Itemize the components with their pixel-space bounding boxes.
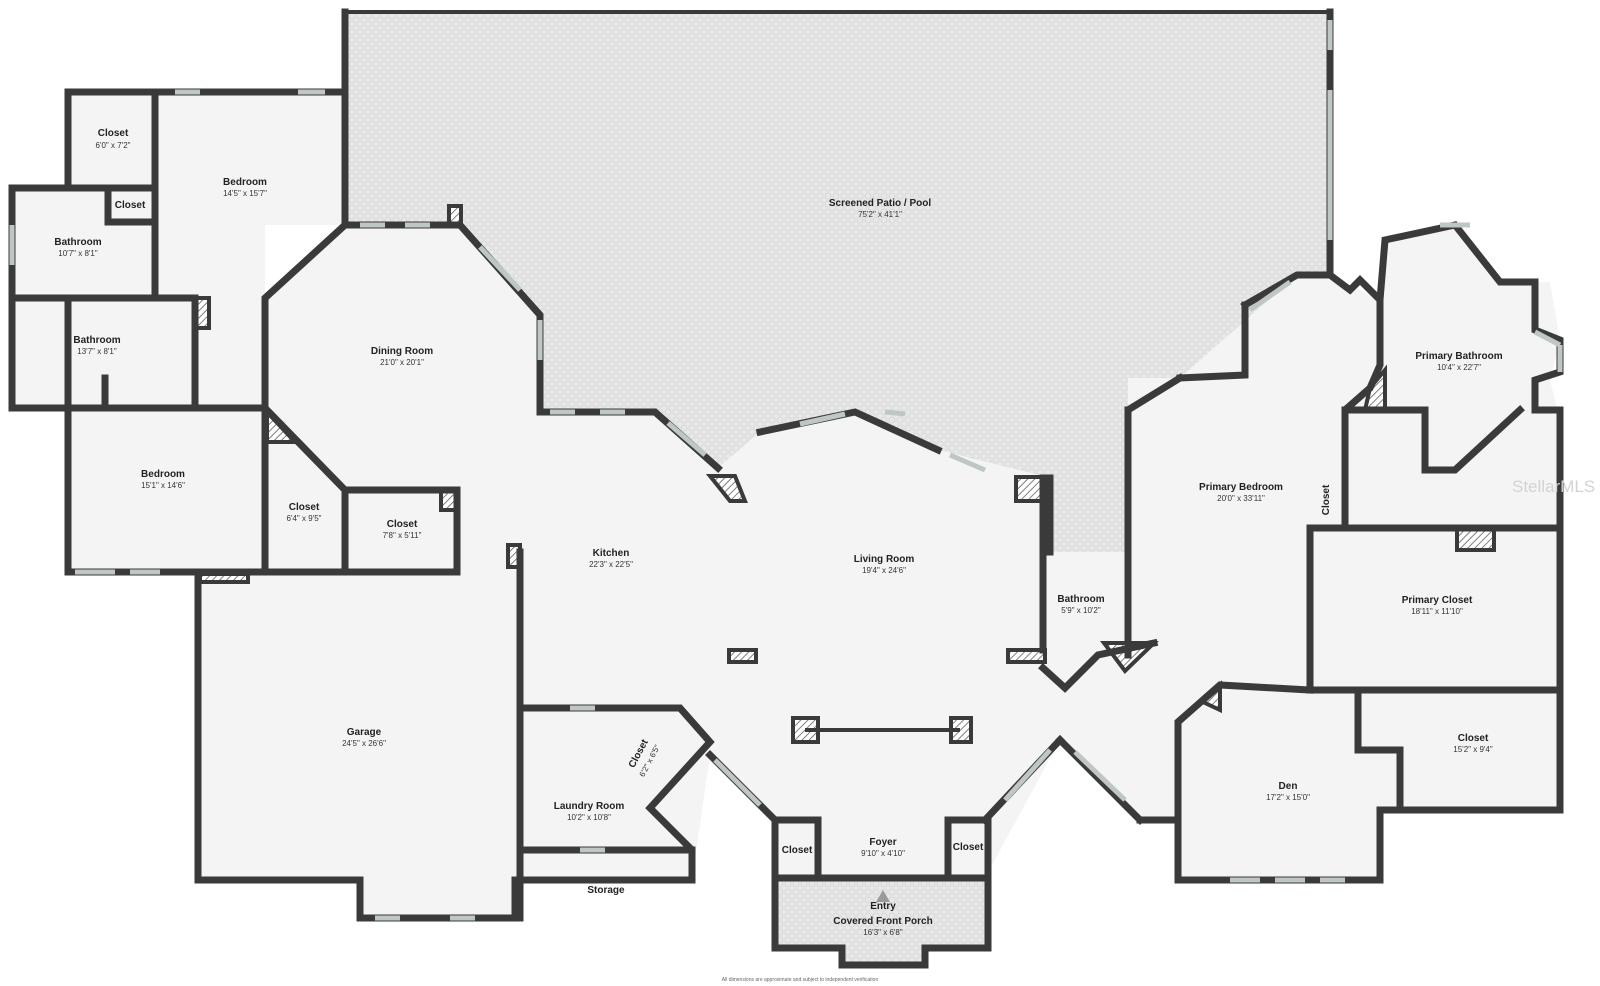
dim-bathroom-top: 10'7" x 8'1" xyxy=(58,249,98,258)
label-living-room: Living Room xyxy=(854,554,915,565)
label-closet-den: Closet xyxy=(1458,733,1489,744)
label-bathroom-mid: Bathroom xyxy=(73,335,120,346)
dim-foyer: 9'10" x 4'10" xyxy=(861,849,905,858)
dim-primary-bathroom: 10'4" x 22'7" xyxy=(1437,363,1481,372)
disclaimer-text: All dimensions are approximate and subje… xyxy=(721,977,879,983)
label-dining-room: Dining Room xyxy=(371,346,433,357)
label-closet-foyer-left: Closet xyxy=(782,845,813,856)
dim-kitchen: 22'3" x 22'5" xyxy=(589,560,633,569)
label-primary-bedroom: Primary Bedroom xyxy=(1199,482,1283,493)
label-den: Den xyxy=(1279,781,1298,792)
dim-covered-porch: 16'3" x 6'8" xyxy=(863,928,903,937)
label-bathroom-center: Bathroom xyxy=(1057,594,1104,605)
label-primary-bathroom: Primary Bathroom xyxy=(1415,351,1502,362)
label-bedroom-top: Bedroom xyxy=(223,177,267,188)
dim-primary-closet: 18'11" x 11'10" xyxy=(1411,607,1463,616)
label-closet-small-top: Closet xyxy=(115,200,146,211)
label-screened-patio: Screened Patio / Pool xyxy=(829,198,931,209)
dim-living-room: 19'4" x 24'6" xyxy=(862,566,906,575)
dim-laundry-room: 10'2" x 10'8" xyxy=(567,813,611,822)
dim-den: 17'2" x 15'0" xyxy=(1266,793,1310,802)
windows xyxy=(9,20,1563,921)
label-bedroom-left: Bedroom xyxy=(141,469,185,480)
dim-dining-room: 21'0" x 20'1" xyxy=(380,358,424,367)
label-closet-mid2: Closet xyxy=(387,519,418,530)
label-laundry-room: Laundry Room xyxy=(554,801,625,812)
interior-floors xyxy=(12,92,1560,918)
label-garage: Garage xyxy=(347,727,382,738)
patio-floor xyxy=(345,12,1330,552)
label-entry: Entry xyxy=(870,901,896,912)
dim-primary-bedroom: 20'0" x 33'11" xyxy=(1217,494,1265,503)
dim-garage: 24'5" x 26'6" xyxy=(342,739,386,748)
dim-bedroom-left: 15'1" x 14'6" xyxy=(141,481,185,490)
label-closet-primary-small: Closet xyxy=(1321,484,1332,515)
label-foyer: Foyer xyxy=(869,837,896,848)
dim-bathroom-center: 5'9" x 10'2" xyxy=(1061,606,1101,615)
watermark-text: StellarMLS xyxy=(1512,477,1596,496)
label-bathroom-top: Bathroom xyxy=(54,237,101,248)
porch-floor xyxy=(775,878,988,965)
label-closet-mid: Closet xyxy=(289,502,320,513)
dim-closet-top-left: 6'0" x 7'2" xyxy=(96,141,131,150)
dim-closet-mid: 6'4" x 9'5" xyxy=(287,514,322,523)
label-primary-closet: Primary Closet xyxy=(1402,595,1473,606)
dim-bedroom-top: 14'5" x 15'7" xyxy=(223,189,267,198)
dim-bathroom-mid: 13'7" x 8'1" xyxy=(77,347,117,356)
dim-closet-den: 15'2" x 9'4" xyxy=(1453,745,1493,754)
dim-closet-mid2: 7'8" x 5'11" xyxy=(383,531,422,540)
label-covered-porch: Covered Front Porch xyxy=(833,916,932,927)
label-closet-top-left: Closet xyxy=(98,128,129,139)
dim-screened-patio: 75'2" x 41'1" xyxy=(858,210,902,219)
label-storage: Storage xyxy=(587,885,625,896)
walls xyxy=(8,8,1564,969)
entry-arrow-icon xyxy=(876,890,890,902)
label-kitchen: Kitchen xyxy=(593,548,630,559)
label-closet-foyer-right: Closet xyxy=(953,842,984,853)
